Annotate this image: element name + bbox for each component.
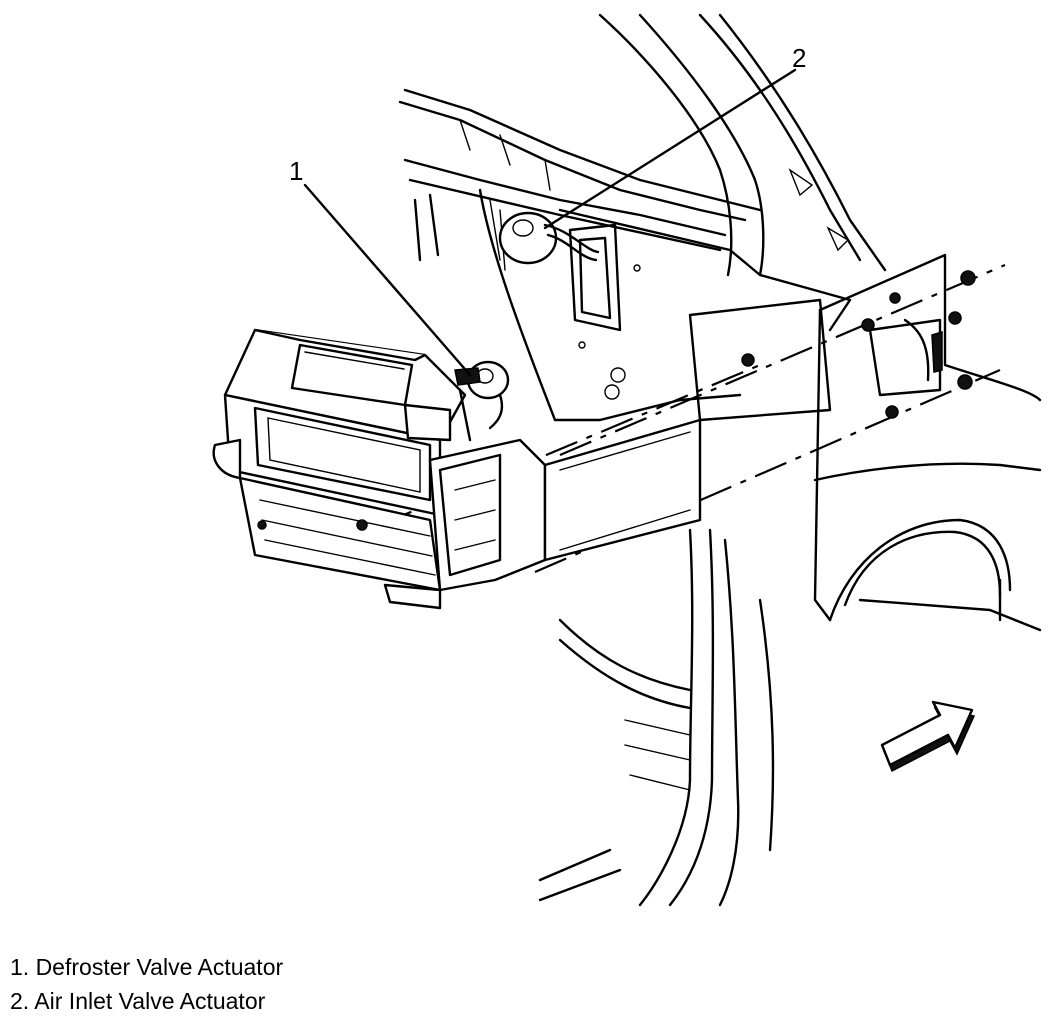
callout-1-leader (303, 183, 472, 377)
callout-1: 1 (289, 156, 304, 186)
hvac-module (212, 328, 702, 610)
legend-item-air-inlet-valve-actuator: 2. Air Inlet Valve Actuator (10, 988, 266, 1014)
callout-2: 2 (792, 43, 807, 73)
door-frame (538, 528, 775, 907)
firewall-panel (553, 208, 852, 422)
forward-arrow-icon (880, 700, 976, 773)
windshield-pillar (598, 13, 887, 277)
hvac-module-diagram (212, 13, 1042, 907)
callout-2-leader (543, 68, 797, 230)
defroster-valve-actuator (454, 360, 510, 442)
legend-item-defroster-valve-actuator: 1. Defroster Valve Actuator (10, 954, 284, 980)
cowl-panel (398, 88, 762, 422)
legend: 1. Defroster Valve Actuator 2. Air Inlet… (10, 950, 283, 1018)
air-inlet-valve-actuator (498, 211, 600, 265)
fasteners (741, 270, 976, 419)
fender (813, 253, 1042, 632)
